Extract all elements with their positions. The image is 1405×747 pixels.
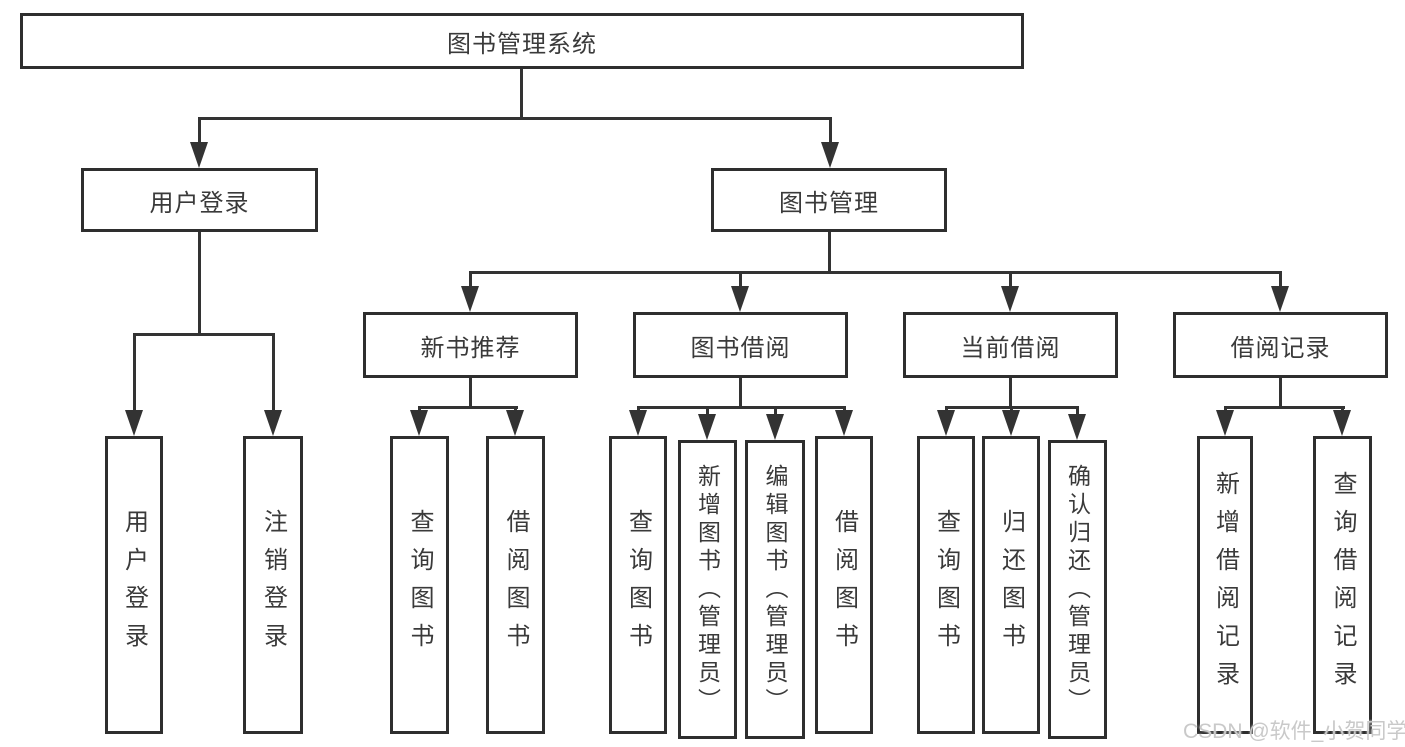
arrowhead-icon (698, 414, 716, 440)
node-new-book-recommend: 新书推荐 (363, 312, 578, 378)
connector-line (1279, 378, 1282, 409)
connector-line (469, 271, 1282, 274)
connector-line (774, 406, 777, 418)
connector-line (1009, 271, 1012, 288)
arrowhead-icon (835, 410, 853, 436)
arrowhead-icon (1001, 286, 1019, 312)
connector-line (637, 406, 846, 409)
connector-line (198, 117, 832, 120)
node-leaf-add-books-admin: 新增图书（管理员） (678, 440, 737, 739)
node-leaf-logout: 注销登录 (243, 436, 303, 734)
arrowhead-icon (1068, 414, 1086, 440)
node-new-book-recommend-label: 新书推荐 (420, 334, 521, 362)
node-leaf-user-login: 用户登录 (105, 436, 163, 734)
arrowhead-icon (506, 410, 524, 436)
csdn-watermark: CSDN @软件_小贺同学 (1183, 720, 1405, 743)
connector-line (828, 232, 831, 274)
connector-line (739, 271, 742, 288)
connector-line (133, 333, 275, 336)
node-leaf-query-books-recommend: 查询图书 (390, 436, 449, 734)
connector-line (1279, 271, 1282, 288)
arrowhead-icon (125, 410, 143, 436)
node-library-system-label: 图书管理系统 (447, 30, 597, 58)
arrowhead-icon (1002, 410, 1020, 436)
arrowhead-icon (731, 286, 749, 312)
node-leaf-add-borrow-record: 新增借阅记录 (1197, 436, 1253, 734)
node-leaf-query-borrow-record: 查询借阅记录 (1313, 436, 1372, 734)
connector-line (739, 378, 742, 409)
node-book-management: 图书管理 (711, 168, 947, 232)
node-leaf-query-books-current: 查询图书 (917, 436, 975, 734)
connector-line (829, 117, 832, 144)
connector-line (1009, 378, 1012, 409)
node-leaf-edit-books-admin: 编辑图书（管理员） (745, 440, 805, 739)
arrowhead-icon (766, 414, 784, 440)
node-book-borrowing: 图书借阅 (633, 312, 848, 378)
arrowhead-icon (264, 410, 282, 436)
arrowhead-icon (821, 142, 839, 168)
arrowhead-icon (1271, 286, 1289, 312)
node-leaf-borrow-books: 借阅图书 (815, 436, 873, 734)
node-leaf-return-books: 归还图书 (982, 436, 1040, 734)
arrowhead-icon (629, 410, 647, 436)
connector-line (469, 378, 472, 409)
connector-line (133, 333, 136, 412)
node-borrowing-records: 借阅记录 (1173, 312, 1388, 378)
connector-line (198, 232, 201, 336)
arrowhead-icon (461, 286, 479, 312)
connector-line (1224, 406, 1345, 409)
node-leaf-borrow-books-recommend: 借阅图书 (486, 436, 545, 734)
node-book-management-label: 图书管理 (779, 189, 879, 217)
node-borrowing-records-label: 借阅记录 (1230, 334, 1331, 362)
connector-line (272, 333, 275, 412)
node-user-login: 用户登录 (81, 168, 318, 232)
node-leaf-confirm-return-admin: 确认归还（管理员） (1048, 440, 1107, 739)
connector-line (198, 117, 201, 144)
node-current-borrowing: 当前借阅 (903, 312, 1118, 378)
connector-line (706, 406, 709, 418)
node-user-login-label: 用户登录 (149, 189, 250, 217)
node-leaf-query-books-borrow: 查询图书 (609, 436, 667, 734)
connector-line (469, 271, 472, 288)
arrowhead-icon (1333, 410, 1351, 436)
connector-line (1076, 406, 1079, 418)
connector-line (418, 406, 518, 409)
arrowhead-icon (410, 410, 428, 436)
arrowhead-icon (1216, 410, 1234, 436)
node-current-borrowing-label: 当前借阅 (960, 334, 1061, 362)
arrowhead-icon (937, 410, 955, 436)
node-library-system: 图书管理系统 (20, 13, 1024, 69)
connector-line (520, 69, 523, 119)
node-book-borrowing-label: 图书借阅 (690, 334, 791, 362)
arrowhead-icon (190, 142, 208, 168)
